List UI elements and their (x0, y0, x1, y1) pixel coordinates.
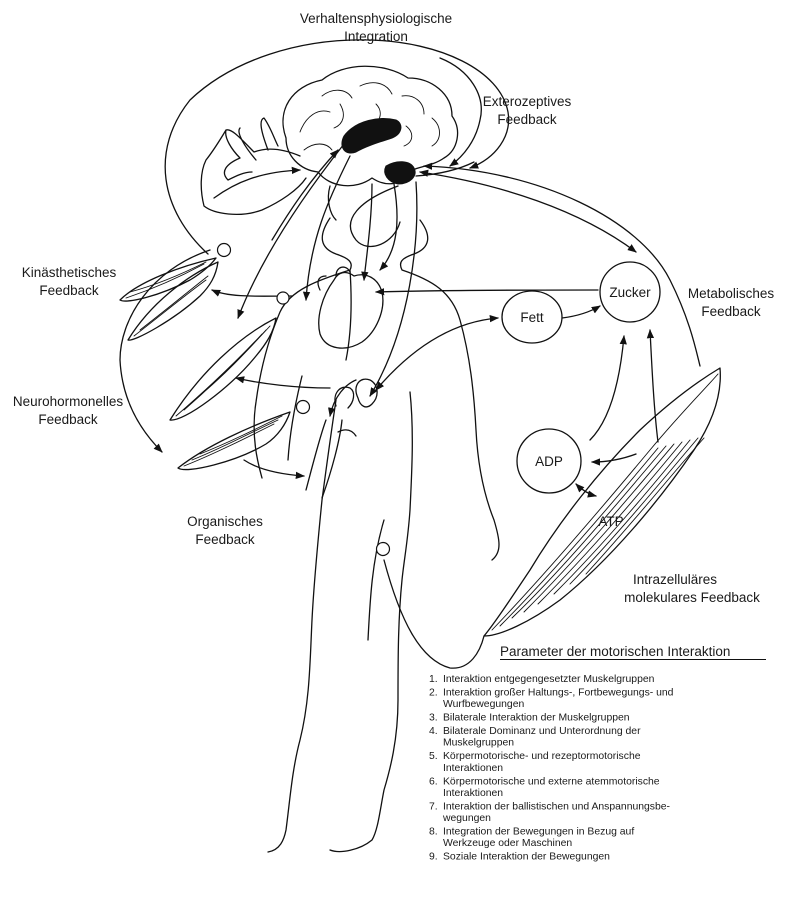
label-kinaesthetisches-line2: Feedback (39, 283, 99, 298)
label-metabolisches: Metabolisches Feedback (688, 286, 775, 319)
receptor-dot-chest (277, 292, 289, 304)
label-neurohormonelles-line2: Feedback (38, 412, 98, 427)
node-zucker: Zucker (600, 262, 660, 322)
parameter-item-number: 4. (429, 726, 438, 737)
parameter-item-text: Muskelgruppen (443, 738, 514, 749)
label-exterozeptives-line2: Feedback (497, 112, 557, 127)
parameter-item-text: Soziale Interaktion der Bewegungen (443, 852, 610, 863)
parameter-item-text: Integration der Bewegungen in Bezug auf (443, 827, 634, 838)
label-exterozeptives-line1: Exterozeptives (483, 94, 572, 109)
label-intrazellulaeres-line1: Intrazelluläres (633, 572, 717, 587)
node-fett: Fett (502, 291, 562, 343)
parameter-item-text: wegungen (442, 813, 491, 824)
organs (306, 379, 377, 498)
node-fett-label: Fett (520, 310, 544, 325)
node-adp-label: ADP (535, 454, 563, 469)
parameter-item-text: Interaktionen (443, 788, 503, 799)
label-neurohormonelles-line1: Neurohormonelles (13, 394, 124, 409)
parameter-item-text: Interaktion entgegengesetzter Muskelgrup… (443, 674, 655, 685)
label-organisches-line1: Organisches (187, 514, 263, 529)
parameter-item-number: 6. (429, 776, 438, 787)
parameter-item-number: 7. (429, 801, 438, 812)
label-neurohormonelles: Neurohormonelles Feedback (13, 394, 124, 427)
feedback-arrows (120, 40, 700, 668)
parameter-item-number: 5. (429, 751, 438, 762)
parameter-item-number: 3. (429, 713, 438, 724)
parameter-item-number: 1. (429, 674, 438, 685)
parameter-item-text: Interaktionen (443, 763, 503, 774)
hand (201, 118, 306, 214)
label-top-line1: Verhaltensphysiologische (300, 11, 452, 26)
label-kinaesthetisches-line1: Kinästhetisches (22, 265, 117, 280)
brain (283, 66, 458, 220)
parameter-item-text: Werkzeuge oder Maschinen (443, 838, 572, 849)
node-atp-label: ATP (598, 514, 623, 529)
receptor-dot-hip (297, 401, 310, 414)
parameter-item-number: 8. (429, 827, 438, 838)
parameter-item-number: 2. (429, 688, 438, 699)
node-zucker-label: Zucker (609, 285, 651, 300)
parameter-item-number: 9. (429, 852, 438, 863)
receptor-dot-shoulder (218, 244, 231, 257)
label-exterozeptives: Exterozeptives Feedback (483, 94, 572, 127)
label-organisches: Organisches Feedback (187, 514, 263, 547)
label-top-line2: Integration (344, 29, 408, 44)
muscles-left (120, 258, 290, 470)
label-metabolisches-line1: Metabolisches (688, 286, 775, 301)
parameter-item-text: Wurfbewegungen (443, 699, 524, 710)
parameter-item-text: Körpermotorische und externe atemmotoris… (443, 776, 660, 787)
label-metabolisches-line2: Feedback (701, 304, 761, 319)
label-intrazellulaeres: Intrazelluläres molekulares Feedback (624, 572, 760, 605)
parameter-item-text: Bilaterale Interaktion der Muskelgruppen (443, 713, 630, 724)
parameter-title: Parameter der motorischen Interaktion (500, 644, 730, 659)
parameter-item-text: Interaktion der ballistischen und Anspan… (443, 801, 670, 812)
parameter-list: Parameter der motorischen Interaktion 1.… (429, 644, 766, 863)
receptor-dots (218, 244, 390, 556)
node-adp: ADP (517, 429, 581, 493)
label-organisches-line2: Feedback (195, 532, 255, 547)
label-kinaesthetisches: Kinästhetisches Feedback (22, 265, 117, 298)
receptor-dot-leg (377, 543, 390, 556)
label-verhaltensphysiologische: Verhaltensphysiologische Integration (300, 11, 452, 44)
parameter-item-text: Interaktion großer Haltungs-, Fortbewegu… (443, 688, 674, 699)
label-intrazellulaeres-line2: molekulares Feedback (624, 590, 760, 605)
parameter-item-text: Körpermotorische- und rezeptormotorische (443, 751, 641, 762)
parameter-item-text: Bilaterale Dominanz und Unterordnung der (443, 726, 641, 737)
